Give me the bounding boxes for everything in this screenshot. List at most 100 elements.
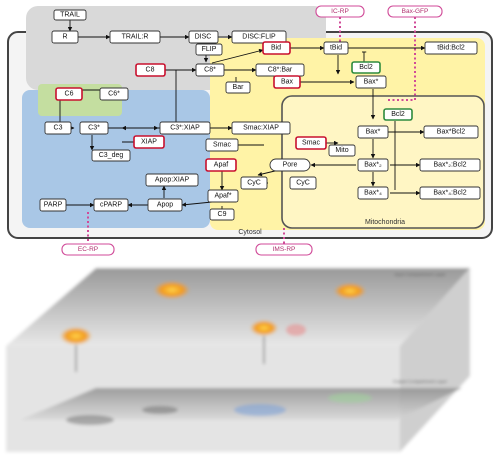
- top-plane-label: Input Compartment Layer: [394, 272, 446, 277]
- node-r: R: [51, 30, 79, 44]
- svg-text:CyC: CyC: [296, 180, 310, 187]
- cytosol-label: Cytosol: [238, 229, 262, 236]
- svg-text:Pore: Pore: [283, 162, 298, 169]
- reporter-ec-rp: EC-RP: [61, 243, 115, 256]
- node-bax2-bcl2: Bax*₂:Bcl2: [419, 158, 481, 172]
- reporters: IC-RP Bax-GFP EC-RP IMS-RP: [61, 5, 443, 256]
- node-parp: PARP: [39, 198, 67, 212]
- svg-text:IMS-RP: IMS-RP: [273, 246, 296, 253]
- svg-text:Bcl2: Bcl2: [391, 111, 405, 118]
- node-apop: Apop: [147, 198, 183, 212]
- svg-text:FLIP: FLIP: [202, 46, 217, 53]
- bottom-plane-label: Output Compartment Layer: [393, 379, 448, 384]
- node-smac-cytosol: Smac: [205, 138, 239, 152]
- reporter-ims-rp: IMS-RP: [255, 243, 313, 256]
- svg-text:CyC: CyC: [247, 180, 261, 187]
- node-c8-bar: C8*:Bar: [255, 63, 305, 77]
- node-smac-mito: Smac: [295, 136, 327, 150]
- svg-text:C6: C6: [65, 91, 74, 98]
- svg-text:IC-RP: IC-RP: [331, 8, 349, 15]
- svg-text:C8*: C8*: [204, 67, 216, 74]
- svg-text:Bax*₂: Bax*₂: [364, 162, 382, 169]
- reporter-ic-rp: IC-RP: [315, 5, 365, 18]
- node-mito: Mito: [328, 144, 356, 157]
- node-apop-xiap: Apop:XIAP: [145, 173, 199, 187]
- node-c8: C8: [135, 63, 166, 77]
- reporter-bax-gfp: Bax-GFP: [387, 5, 443, 18]
- svg-text:Bax*₄: Bax*₄: [364, 190, 382, 197]
- nodes: TRAIL R TRAIL:R DISC DISC:FLIP FLIP C8 C…: [39, 9, 481, 221]
- node-pore: Pore: [269, 158, 311, 172]
- svg-text:Mito: Mito: [335, 147, 348, 154]
- node-apaf: Apaf: [205, 158, 237, 172]
- svg-text:R: R: [62, 34, 67, 41]
- node-bax4: Bax*₄: [357, 186, 389, 200]
- svg-text:C8: C8: [146, 67, 155, 74]
- svg-text:Bax*₄:Bcl2: Bax*₄:Bcl2: [433, 190, 466, 197]
- node-bax-star-mito: Bax*: [357, 125, 389, 139]
- node-cyc-mito: CyC: [289, 176, 317, 190]
- node-bax2: Bax*₂: [357, 158, 389, 172]
- svg-text:C8*:Bar: C8*:Bar: [268, 67, 293, 74]
- svg-text:Bax*: Bax*: [366, 129, 381, 136]
- svg-text:TRAIL:R: TRAIL:R: [122, 34, 149, 41]
- svg-text:Apop:XIAP: Apop:XIAP: [155, 177, 190, 184]
- svg-text:Smac:XIAP: Smac:XIAP: [243, 125, 279, 132]
- node-bax4-bcl2: Bax*₄:Bcl2: [419, 186, 481, 200]
- svg-text:C3_deg: C3_deg: [99, 152, 124, 159]
- node-disc: DISC: [188, 30, 219, 44]
- node-c3: C3: [44, 121, 72, 135]
- node-trail-r: TRAIL:R: [109, 30, 161, 44]
- node-c3-star: C3*: [79, 121, 109, 135]
- node-bax-star: Bax*: [355, 75, 387, 89]
- svg-text:Bcl2: Bcl2: [359, 64, 373, 71]
- svg-text:Smac: Smac: [213, 142, 231, 149]
- svg-text:PARP: PARP: [44, 202, 63, 209]
- node-smac-xiap: Smac:XIAP: [231, 121, 291, 135]
- svg-text:Bax*Bcl2: Bax*Bcl2: [437, 129, 466, 136]
- node-bax: Bax: [273, 75, 301, 89]
- node-c8-star: C8*: [195, 63, 225, 77]
- node-c3-deg: C3_deg: [91, 149, 131, 162]
- svg-text:Bax-GFP: Bax-GFP: [402, 8, 429, 15]
- node-c6-star: C6*: [99, 87, 129, 101]
- node-c9: C9: [209, 208, 235, 221]
- node-bid: Bid: [262, 41, 291, 55]
- svg-text:C3: C3: [54, 125, 63, 132]
- svg-text:Bax*₂:Bcl2: Bax*₂:Bcl2: [433, 162, 466, 169]
- node-bcl2-top: Bcl2: [351, 61, 381, 74]
- node-disc-flip: DISC:FLIP: [231, 30, 287, 44]
- svg-text:Apop: Apop: [157, 202, 173, 209]
- node-tbid-bcl2: tBid:Bcl2: [424, 41, 478, 55]
- svg-text:Bax: Bax: [281, 79, 294, 86]
- svg-text:C3*: C3*: [88, 125, 100, 132]
- svg-text:Apaf*: Apaf*: [214, 193, 231, 200]
- svg-text:TRAIL: TRAIL: [60, 12, 80, 19]
- node-bax-bcl2: Bax*Bcl2: [423, 125, 479, 139]
- node-cyc-cytosol: CyC: [240, 176, 268, 190]
- node-bar: Bar: [225, 81, 251, 94]
- svg-text:tBid: tBid: [330, 45, 342, 52]
- node-c6: C6: [55, 87, 83, 101]
- node-xiap: XIAP: [133, 135, 165, 149]
- svg-text:C6*: C6*: [108, 91, 120, 98]
- svg-text:Bax*: Bax*: [364, 79, 379, 86]
- lower-3d-panel: Input Compartment Layer Output Compartme…: [0, 262, 497, 461]
- svg-text:tBid:Bcl2: tBid:Bcl2: [437, 45, 465, 52]
- svg-text:Smac: Smac: [302, 140, 320, 147]
- node-bcl2-mito: Bcl2: [383, 108, 413, 121]
- node-cparp: cPARP: [93, 198, 129, 212]
- svg-text:XIAP: XIAP: [141, 139, 157, 146]
- node-flip: FLIP: [195, 43, 223, 56]
- svg-text:Apaf: Apaf: [214, 162, 228, 169]
- svg-text:Bar: Bar: [233, 84, 245, 91]
- node-c3-xiap: C3*:XIAP: [159, 121, 211, 135]
- node-trail: TRAIL: [53, 9, 87, 21]
- svg-text:C9: C9: [218, 211, 227, 218]
- svg-text:cPARP: cPARP: [100, 202, 122, 209]
- svg-text:C3*:XIAP: C3*:XIAP: [170, 125, 200, 132]
- svg-text:DISC:FLIP: DISC:FLIP: [242, 34, 276, 41]
- svg-text:EC-RP: EC-RP: [78, 246, 98, 253]
